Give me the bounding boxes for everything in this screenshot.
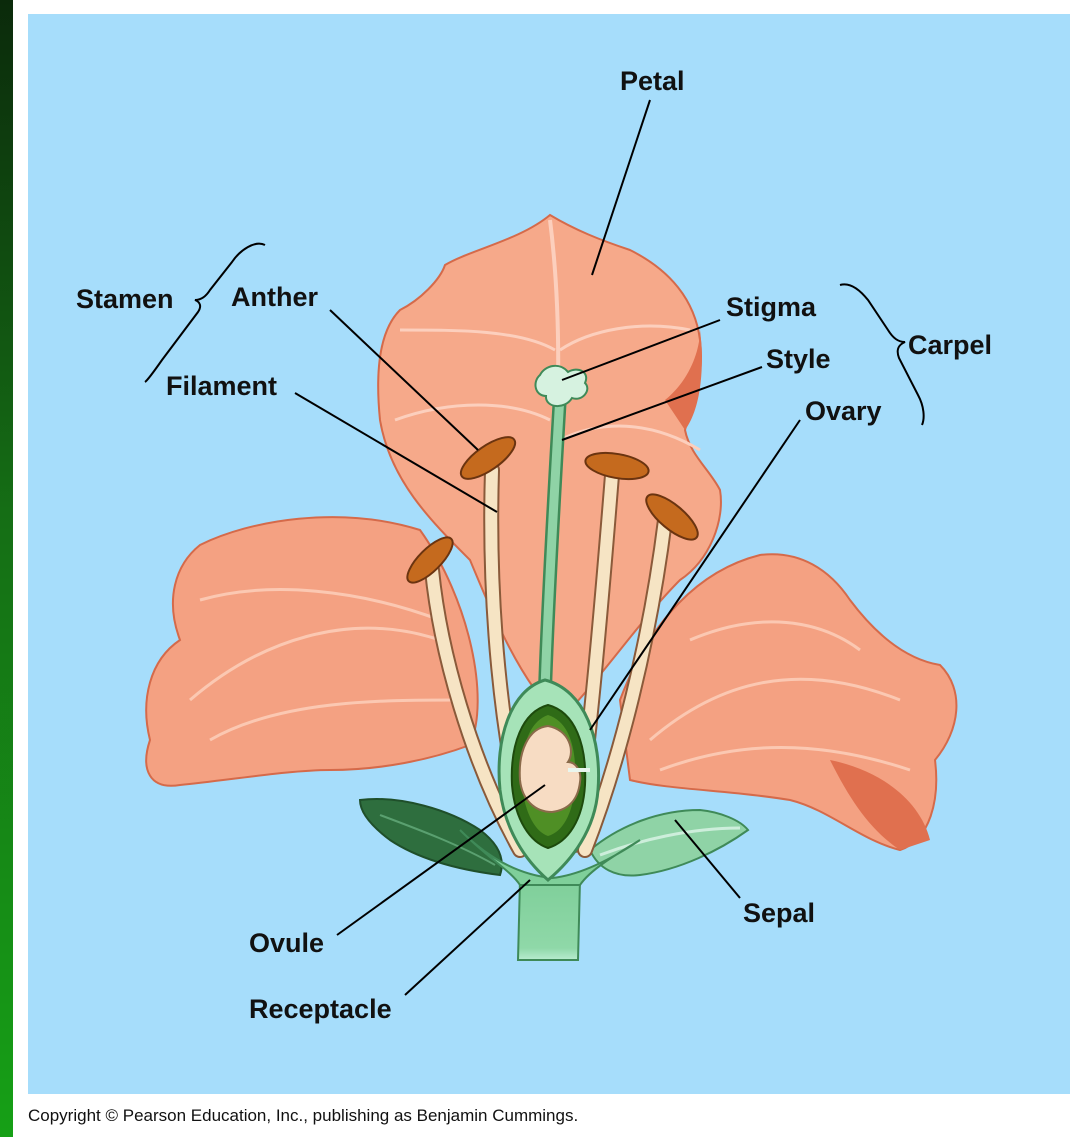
label-stigma: Stigma [726,294,816,321]
sepal-left [360,799,502,875]
label-style: Style [766,346,831,373]
label-anther: Anther [231,284,318,311]
label-ovary: Ovary [805,398,882,425]
sepal-right [590,810,748,876]
label-carpel: Carpel [908,332,992,359]
diagram-panel: Petal Stamen Anther Filament Stigma Styl… [28,14,1070,1094]
copyright-notice: Copyright © Pearson Education, Inc., pub… [28,1106,578,1126]
flower-diagram [28,14,1070,1094]
label-petal: Petal [620,68,685,95]
top-border [13,0,1082,14]
stem [518,880,580,960]
side-bar [0,0,13,1137]
label-receptacle: Receptacle [249,996,392,1023]
label-filament: Filament [166,373,277,400]
label-stamen: Stamen [76,286,174,313]
label-sepal: Sepal [743,900,815,927]
label-ovule: Ovule [249,930,324,957]
